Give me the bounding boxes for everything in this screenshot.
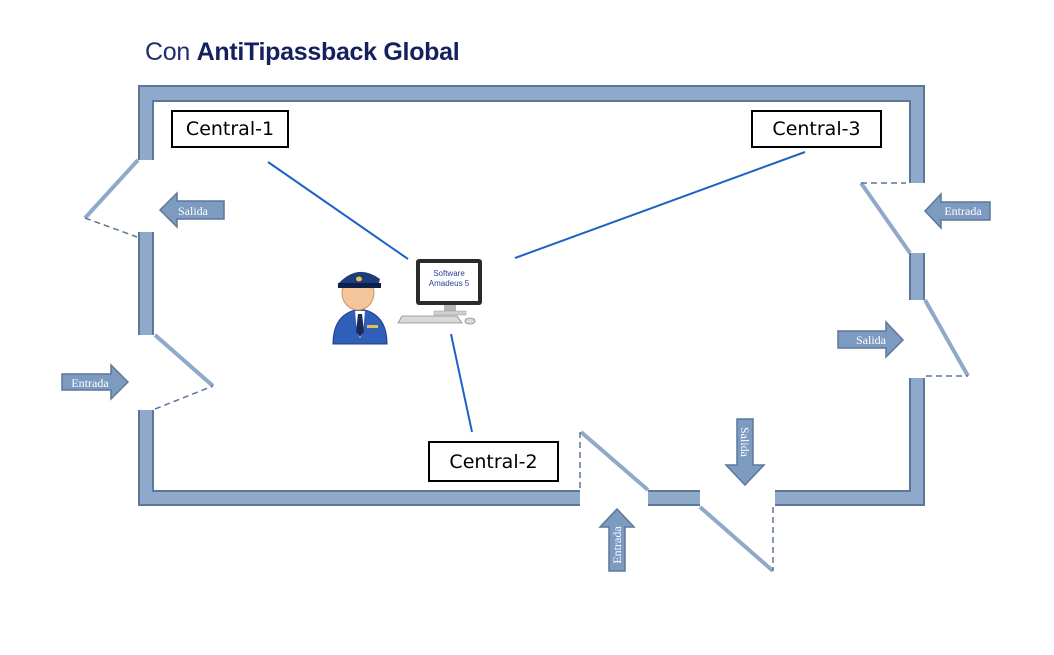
door-leaf-bottom-right bbox=[698, 505, 775, 573]
door-label-left-bottom: Entrada bbox=[71, 376, 109, 390]
door-swing-left-top bbox=[84, 217, 138, 238]
door-leaf-right-bottom bbox=[923, 299, 970, 377]
door-gap-left-bottom bbox=[132, 335, 158, 410]
software-line-2: Amadeus 5 bbox=[429, 279, 470, 288]
arrow-bottom-left bbox=[598, 507, 636, 572]
door-gap-bottom-right bbox=[700, 486, 775, 510]
computer-icon bbox=[397, 259, 482, 325]
door-label-right-middle: Salida bbox=[856, 333, 887, 347]
diagram-title: Con AntiTipassback Global bbox=[145, 38, 460, 67]
door-leaf-left-bottom bbox=[153, 333, 215, 388]
arrow-right-top bbox=[923, 192, 991, 230]
central-3-box: Central-3 bbox=[751, 110, 882, 148]
arrow-left-bottom bbox=[61, 363, 130, 401]
link-central-2 bbox=[450, 333, 473, 433]
door-swing-left-bottom bbox=[154, 385, 214, 410]
door-leaf-right-top bbox=[859, 181, 912, 255]
door-leaf-left-top bbox=[83, 158, 140, 220]
software-line-1: Software bbox=[433, 269, 465, 278]
door-gap-right-bottom bbox=[905, 300, 931, 378]
title-prefix: Con bbox=[145, 38, 190, 66]
door-leaf-bottom-left bbox=[579, 430, 650, 492]
door-gap-right-top bbox=[905, 183, 931, 253]
door-gap-left-top bbox=[132, 160, 158, 232]
arrow-left-top bbox=[158, 191, 225, 229]
central-1-box: Central-1 bbox=[171, 110, 289, 148]
arrow-right-middle bbox=[837, 320, 905, 359]
door-label-bottom-right: Salida bbox=[738, 427, 752, 458]
door-gap-bottom-left bbox=[580, 486, 648, 510]
building-interior bbox=[152, 100, 911, 492]
central-2-box: Central-2 bbox=[428, 441, 559, 482]
link-central-3 bbox=[514, 151, 806, 259]
door-label-left-top: Salida bbox=[178, 204, 209, 218]
arrow-bottom-right bbox=[724, 418, 766, 487]
door-label-bottom-left: Entrada bbox=[610, 526, 624, 564]
title-bold: AntiTipassback Global bbox=[196, 38, 460, 66]
door-label-right-top: Entrada bbox=[944, 204, 982, 218]
security-guard-icon bbox=[332, 271, 388, 345]
link-central-1 bbox=[267, 161, 409, 260]
